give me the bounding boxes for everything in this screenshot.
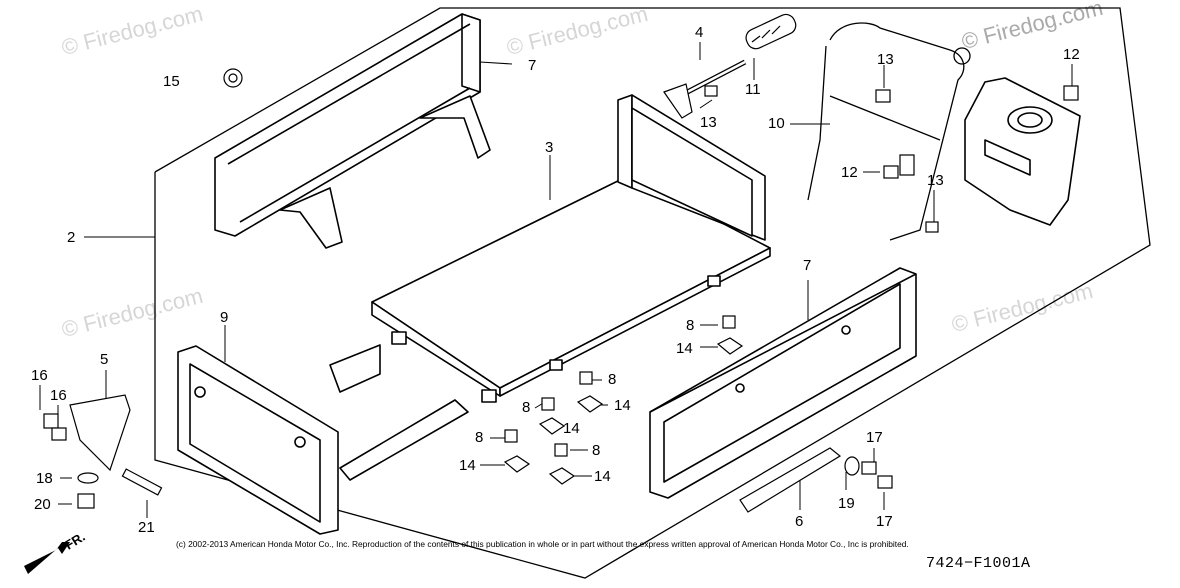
callout-14: 14 [614,397,631,414]
callout-2: 2 [67,229,76,246]
callout-13: 13 [700,114,717,131]
front-side-panel [649,267,917,499]
callout-10: 10 [768,115,785,132]
front-end-panel [177,344,469,535]
diagram-code: 7424−F1001A [926,555,1031,572]
assembly-outline [154,7,1151,579]
fuel-tank-cover [964,77,1081,226]
callout-18: 18 [36,470,53,487]
hardware [43,68,1079,513]
callout-14: 14 [459,457,476,474]
callout-8: 8 [686,317,695,334]
callout-12: 12 [1063,46,1080,63]
callout-17: 17 [866,429,883,446]
callout-9: 9 [220,309,229,326]
rear-side-panel [214,13,491,249]
callout-8: 8 [608,371,617,388]
handle-bar [663,13,797,119]
callout-16: 16 [31,367,48,384]
callout-16: 16 [50,387,67,404]
callout-4: 4 [695,24,704,41]
callout-19: 19 [838,495,855,512]
callout-20: 20 [34,496,51,513]
callout-15: 15 [163,73,180,90]
callout-3: 3 [545,139,554,156]
callout-13: 13 [927,172,944,189]
callout-7-lower: 7 [803,257,812,274]
callout-17: 17 [876,513,893,530]
callout-11: 11 [745,81,761,98]
callout-7-upper: 7 [528,57,537,74]
cargo-bed [371,94,771,403]
copyright-notice: (c) 2002-2013 American Honda Motor Co., … [176,539,909,549]
callout-14: 14 [594,468,611,485]
callout-8: 8 [592,442,601,459]
callout-21: 21 [138,519,155,536]
callout-12: 12 [841,164,858,181]
callout-14: 14 [676,340,693,357]
callout-14: 14 [563,420,580,437]
front-direction-arrow [24,542,70,574]
callout-6: 6 [795,513,804,530]
callout-5: 5 [100,351,109,368]
callout-8: 8 [475,429,484,446]
callout-13: 13 [877,51,894,68]
frame-bracket [807,22,971,241]
leader-lines [39,42,1073,518]
callout-8: 8 [522,399,531,416]
